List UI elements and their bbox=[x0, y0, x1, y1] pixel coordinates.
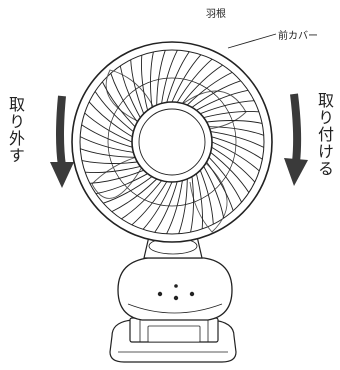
guard-spoke bbox=[166, 51, 190, 103]
guard-spoke bbox=[81, 124, 133, 148]
guard-spoke bbox=[142, 181, 173, 230]
guard-spoke bbox=[156, 50, 166, 106]
front-cover-label: 前カバー bbox=[278, 31, 318, 42]
guard-spoke bbox=[171, 54, 202, 103]
guard-spoke bbox=[89, 169, 144, 184]
guard-spoke bbox=[199, 170, 214, 225]
clip-body bbox=[117, 257, 233, 321]
guard-spoke bbox=[208, 126, 264, 136]
guard-spoke bbox=[196, 89, 249, 111]
guard-spoke bbox=[95, 173, 148, 195]
guard-spoke bbox=[80, 148, 136, 158]
guard-spoke bbox=[203, 166, 225, 219]
guard-spoke bbox=[84, 112, 133, 143]
guard-spoke bbox=[176, 58, 213, 103]
guard-spoke bbox=[150, 51, 154, 108]
center-hub-inner bbox=[138, 108, 206, 176]
guard-spoke bbox=[141, 55, 149, 111]
guard-spoke bbox=[85, 165, 141, 173]
guard-spoke bbox=[79, 136, 134, 153]
remove-label: 取り外す bbox=[6, 96, 25, 164]
guard-spoke bbox=[190, 176, 194, 233]
remove-direction-arrow bbox=[50, 95, 74, 188]
guard-spoke bbox=[161, 49, 178, 104]
guard-mid-ring bbox=[107, 77, 237, 207]
guard-spoke bbox=[211, 146, 256, 183]
guard-spoke bbox=[88, 101, 133, 138]
guard-spoke bbox=[110, 73, 138, 123]
guard-spoke bbox=[131, 181, 168, 226]
guard-spoke bbox=[178, 178, 188, 234]
guard-spoke bbox=[101, 81, 136, 128]
guard-spoke bbox=[208, 156, 243, 203]
clip-buttons bbox=[157, 284, 195, 301]
clip-base bbox=[109, 317, 237, 363]
guard-spoke bbox=[166, 180, 183, 235]
guard-spoke bbox=[210, 152, 250, 193]
attach-label: 取り付ける bbox=[315, 92, 334, 177]
guard-spoke bbox=[195, 173, 203, 229]
guard-spoke bbox=[200, 100, 255, 115]
guard-spoke bbox=[103, 176, 153, 204]
guard-spoke bbox=[130, 59, 145, 114]
guard-spoke bbox=[111, 178, 158, 213]
guard-spoke bbox=[94, 91, 134, 132]
guard-spoke bbox=[203, 111, 259, 119]
attach-direction-arrow bbox=[284, 93, 308, 186]
guard-spoke bbox=[211, 141, 260, 172]
guard-spoke bbox=[206, 120, 263, 124]
guard-spoke bbox=[191, 80, 241, 108]
guard-inner-ring bbox=[79, 49, 265, 235]
guard-spoke bbox=[119, 65, 141, 118]
guard-spoke bbox=[182, 64, 223, 104]
guard-spoke bbox=[154, 181, 178, 233]
guard-spokes bbox=[79, 49, 265, 235]
guard-spoke bbox=[121, 180, 162, 220]
front-cover-leader-line bbox=[227, 33, 277, 49]
guard-spoke bbox=[81, 160, 138, 164]
guard-spoke bbox=[211, 136, 263, 160]
guard-spoke bbox=[186, 71, 233, 106]
blades-label: 羽根 bbox=[206, 9, 226, 20]
guard-spoke bbox=[206, 161, 234, 211]
guard-spoke bbox=[210, 131, 265, 148]
